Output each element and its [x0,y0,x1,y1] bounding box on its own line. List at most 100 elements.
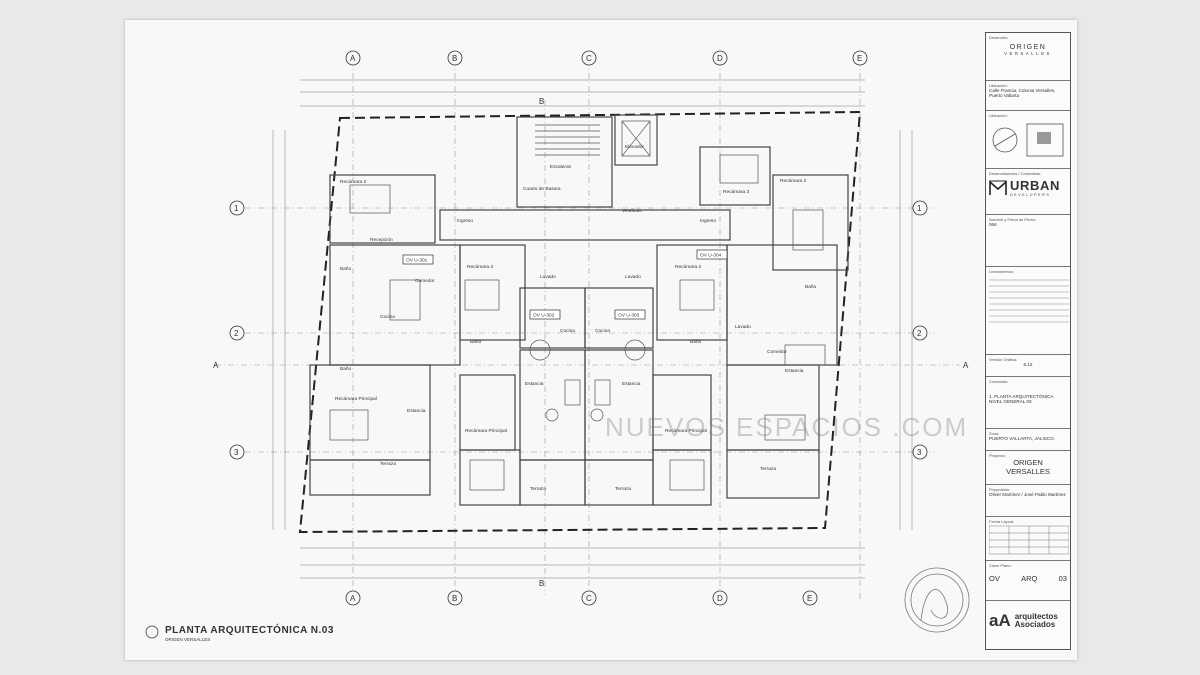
tb-version-caption: Versión Gráfica: [989,357,1018,362]
room-estancia-w: Estancia [407,408,426,414]
tb-contenido-caption: Contenido: [989,379,1009,384]
room-cocina-c2: Cocina [595,328,610,334]
title-block: Desarrollo: ORIGEN VERSALLES Ubicación: … [985,32,1071,650]
elevator-shaft [621,120,651,157]
notes-lines [989,279,1069,323]
tb-version-value: 6.12 [1023,362,1033,367]
tb-proyectista: Proyectista: Oliver Martínez / José Pabl… [986,485,1070,517]
tb-location-map: Ubicación: [986,111,1070,169]
axis-E-bottom: E [807,594,812,603]
room-recamara2-e2: Recámara 2 [675,264,701,270]
official-stamp [904,567,970,633]
room-comedor-e: Comedor [767,349,787,355]
room-terraza-e: Terraza [760,466,776,472]
room-principal-w: Recámara Principal [335,396,377,402]
room-elevador: Elevador [625,144,644,150]
room-lavado-e: Lavado [735,324,751,330]
tb-proyecto-caption: Proyecto: [989,453,1006,458]
axis-3-right: 3 [917,448,922,457]
room-ingreso-w: Ingreso [457,218,473,224]
tb-zona: Zona: PUERTO VALLARTA, JALISCO. [986,429,1070,451]
cut-A-right: A [963,361,969,370]
origen-logo: ORIGEN [1009,44,1047,51]
room-estancia-c1: Estancia [525,381,544,387]
tb-ubicacion-caption: Ubicación: [989,83,1008,88]
tb-desarrollo: Desarrollo: ORIGEN VERSALLES [986,33,1070,81]
tb-contenido-text: 1. PLANTA ARQUITECTÓNICA NIVEL GENERAL 0… [989,394,1054,405]
axis-D-top: D [717,54,723,63]
room-cocina-c1: Cocina [560,328,575,334]
axis-C-top: C [586,54,592,63]
axis-3-left: 3 [234,448,239,457]
tb-firma-caption: Nombre y Firma de Perito: [989,217,1036,222]
cut-A-left: A [213,361,219,370]
tb-clave-2: ARQ [1021,574,1038,583]
room-principal-c1: Recámara Principal [465,428,507,434]
cut-B-top: B [539,97,544,106]
tb-ubicacion: Ubicación: Calle Francia, Colonia Versal… [986,81,1070,111]
room-cuarto-basura: Cuarto de Basura [523,186,561,192]
building-perimeter [298,110,862,534]
room-recamara3-e: Recámara 3 [723,189,749,195]
room-bano-w: Baño [340,266,352,272]
room-recepcion: Recepción [370,237,393,243]
tb-clave-caption: Clave Plano: [989,563,1012,568]
room-ingreso-e: Ingreso [700,218,716,224]
axis-A-top: A [350,54,356,63]
room-lavado-c2: Lavado [625,274,641,280]
room-terraza-w: Terraza [380,461,396,467]
room-escaleras: Escaleras [550,164,572,170]
tb-zona-text: PUERTO VALLARTA, JALISCO. [989,436,1055,441]
tb-desarrollador-caption: Desarrolladores / Contratista: [989,171,1042,176]
aa-logo-mark: aA [989,611,1011,630]
axis-1-right: 1 [917,204,922,213]
location-map-icon [992,123,1064,157]
tb-firma-value: 066 [989,222,997,227]
urban-logo-icon [989,179,1007,195]
room-bano-c2: Baño [690,339,702,345]
axis-B-bottom: B [452,594,457,603]
tb-clave-3: 03 [1058,574,1067,583]
room-principal-c2: Recámara Principal [665,428,707,434]
tb-desarrollo-caption: Desarrollo: [989,35,1009,40]
room-lavado-c1: Lavado [540,274,556,280]
tb-ubicacion2-caption: Ubicación: [989,113,1008,118]
axis-E-top: E [857,54,862,63]
tb-clave-1: OV [989,574,1000,583]
revision-table [988,525,1070,555]
room-terraza-c2: Terraza [615,486,631,492]
tb-fecha-caption: Fecha Layout: [989,519,1015,524]
tb-version: Versión Gráfica: 6.12 [986,355,1070,377]
axis-1-left: 1 [234,204,239,213]
furniture [329,154,826,491]
tb-notas: Lineamientos: [986,267,1070,355]
cut-B-bottom: B [539,579,544,588]
tb-proyecto: Proyecto: ORIGEN VERSALLES [986,451,1070,485]
plan-title-bubble [145,625,159,639]
floor-plan-drawing: A B C D E A B C D E 1 2 3 1 2 3 [145,50,970,642]
grid-axes [215,60,960,600]
tb-fecha: Fecha Layout: [986,517,1070,561]
aa-logo-name1: arquitectos [1014,612,1058,622]
column-axis-bubbles-top [345,50,868,66]
tb-notas-caption: Lineamientos: [989,269,1014,274]
room-estancia-e: Estancia [785,368,804,374]
tb-desarrollador: Desarrolladores / Contratista: URBAN DEV… [986,169,1070,215]
tb-firm-logo: aA arquitectos Asociados [986,601,1070,641]
room-bano-c1: Baño [470,339,482,345]
room-vestibulo: Vestíbulo [622,208,642,214]
tb-proyecto-line1: ORIGEN [1013,458,1043,467]
room-recamara2-e: Recámara 2 [780,178,806,184]
tb-firma: Nombre y Firma de Perito: 066 [986,215,1070,267]
urban-logo-text: URBAN [1010,178,1060,193]
room-cocina-w: Cocina [380,314,395,320]
axis-C-bottom: C [586,594,592,603]
axis-A-bottom: A [350,594,356,603]
unit-tag-302: OV U-302 [533,313,555,319]
walls [309,114,849,506]
unit-tags [402,249,728,320]
watermark: NUEVOS ESPACIOS .COM [605,412,969,442]
axis-2-right: 2 [917,329,922,338]
stair-treads [535,124,600,156]
plan-sheet: A B C D E A B C D E 1 2 3 1 2 3 [125,20,1077,660]
